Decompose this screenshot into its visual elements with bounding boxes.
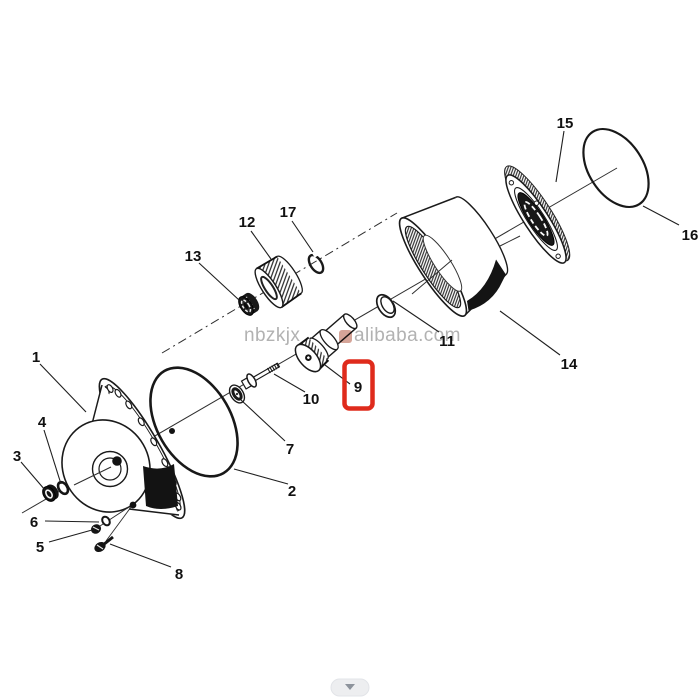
spline-hub-bore [517, 192, 555, 246]
leader-line-17 [291, 220, 314, 253]
label-11: 11 [439, 333, 455, 350]
bolt8-axis-line [105, 506, 132, 542]
leader-line-13 [198, 262, 240, 301]
leader-line-6 [44, 520, 100, 523]
label-17: 17 [280, 204, 297, 221]
leader-line-10 [273, 373, 306, 393]
part-5-plug [90, 524, 102, 534]
part-10-bolt [240, 362, 281, 390]
label-4: 4 [38, 414, 47, 431]
leader-line-12 [250, 230, 272, 260]
part-1-wheel-hub [61, 377, 186, 520]
centerline-through-ring-gear [411, 259, 453, 295]
part-13-lock-nut [238, 292, 260, 316]
watermark-text-right: alibaba.com [354, 325, 461, 346]
label-7: 7 [286, 441, 294, 458]
part-6-washer [101, 515, 111, 527]
label-9: 9 [354, 379, 362, 396]
leader-line-14 [499, 310, 561, 356]
label-14: 14 [561, 356, 578, 373]
ring-gear-shaded-band [466, 259, 506, 311]
watermark-text-left: nbzkjx [244, 325, 300, 346]
part-14-ring-gear [398, 196, 509, 317]
leader-line-2 [233, 468, 289, 485]
leader-line-4 [43, 429, 62, 485]
leader-line-5 [48, 529, 93, 543]
part-4-washer [56, 480, 70, 496]
label-10: 10 [303, 391, 320, 408]
collapse-handle[interactable] [330, 678, 370, 697]
planet-gear-teeth [256, 255, 302, 308]
part-12-planet-gear [254, 255, 303, 309]
label-6: 6 [30, 514, 38, 531]
label-8: 8 [175, 566, 183, 583]
part-15-spline-hub [504, 165, 571, 264]
highlight-box [342, 359, 375, 411]
leader-line-1 [39, 363, 87, 413]
hub-shaded-wedge [143, 464, 178, 509]
label-13: 13 [185, 248, 202, 265]
label-12: 12 [239, 214, 256, 231]
watermark: nbzkjx alibaba.com [244, 325, 461, 346]
leader-line-15 [555, 130, 565, 183]
part-11-collar-ring [375, 293, 397, 319]
centerline-through-spline-hub [499, 235, 521, 247]
label-1: 1 [32, 349, 40, 366]
part-8-bolt [94, 535, 114, 553]
leader-line-11 [392, 300, 440, 333]
part-3-nut [42, 484, 59, 502]
leader-line-3 [20, 461, 46, 491]
alibaba-logo-watermark [339, 330, 352, 343]
label-15: 15 [557, 115, 574, 132]
label-16: 16 [682, 227, 699, 244]
label-3: 3 [13, 448, 21, 465]
part-labels: 1 2 3 4 5 6 7 8 9 10 11 12 13 14 15 16 1… [13, 115, 699, 583]
label-5: 5 [36, 539, 44, 556]
part-16-o-ring [582, 127, 650, 209]
leader-line-7 [240, 399, 286, 442]
part-7-washer [228, 384, 246, 404]
part-9-sun-gear [294, 313, 358, 373]
leader-lines [20, 130, 680, 568]
leader-line-8 [109, 543, 172, 568]
label-2: 2 [288, 483, 296, 500]
part-2-o-ring [149, 366, 239, 478]
chevron-down-icon [345, 684, 355, 690]
leader-line-16 [642, 205, 680, 226]
part-17-snap-ring [307, 249, 325, 275]
